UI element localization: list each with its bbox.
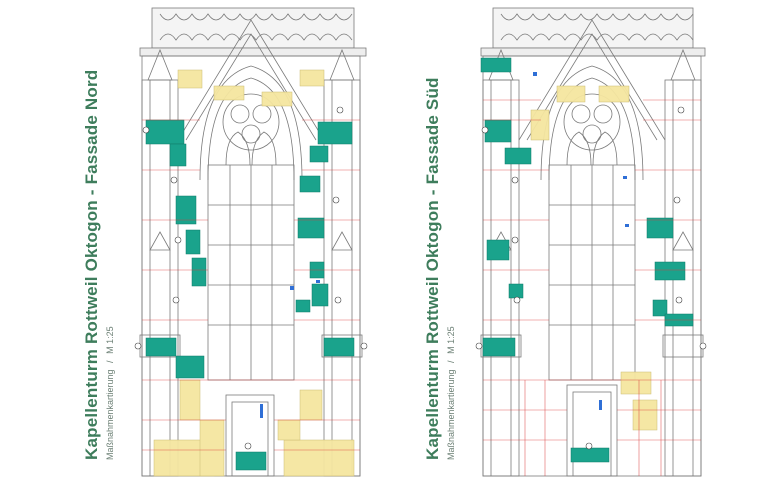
sheet-title-block: Kapellenturm Rottweil Oktogon - Fassade … (82, 0, 126, 460)
facade-sheet-nord: Kapellenturm Rottweil Oktogon - Fassade … (82, 0, 368, 477)
facade-outline (139, 7, 367, 477)
sheet-subtitle: Maßnahmenkartierung (446, 369, 456, 460)
mapped-stones-yellow (530, 85, 658, 431)
facade-drawing-sued (475, 7, 707, 477)
sheet-title: Kapellenturm Rottweil Oktogon - Fassade … (82, 69, 101, 460)
mapped-stones-green (145, 119, 355, 471)
facade-sheet-sued: Kapellenturm Rottweil Oktogon - Fassade … (385, 0, 770, 484)
joint-grid (483, 99, 701, 476)
slash-separator: / (105, 360, 115, 363)
marker-circles (475, 106, 707, 450)
joint-grid (142, 119, 360, 451)
sheet-subtitle: Maßnahmenkartierung (105, 369, 115, 460)
sheet-title-block: Kapellenturm Rottweil Oktogon - Fassade … (423, 0, 467, 460)
facade-outline (480, 7, 706, 477)
blue-markers (260, 280, 320, 418)
sheet-subtitle-line: Maßnahmenkartierung / M 1:25 (446, 0, 456, 460)
sheet-scale: M 1:25 (446, 326, 456, 354)
blue-markers (533, 72, 629, 410)
sheet-scale: M 1:25 (105, 326, 115, 354)
sheet-subtitle-line: Maßnahmenkartierung / M 1:25 (105, 0, 115, 460)
marker-circles (134, 106, 368, 450)
mapped-stones-yellow (153, 69, 355, 477)
facade-drawing-nord (134, 7, 368, 477)
sheet-title: Kapellenturm Rottweil Oktogon - Fassade … (423, 77, 442, 460)
slash-separator: / (446, 360, 456, 363)
